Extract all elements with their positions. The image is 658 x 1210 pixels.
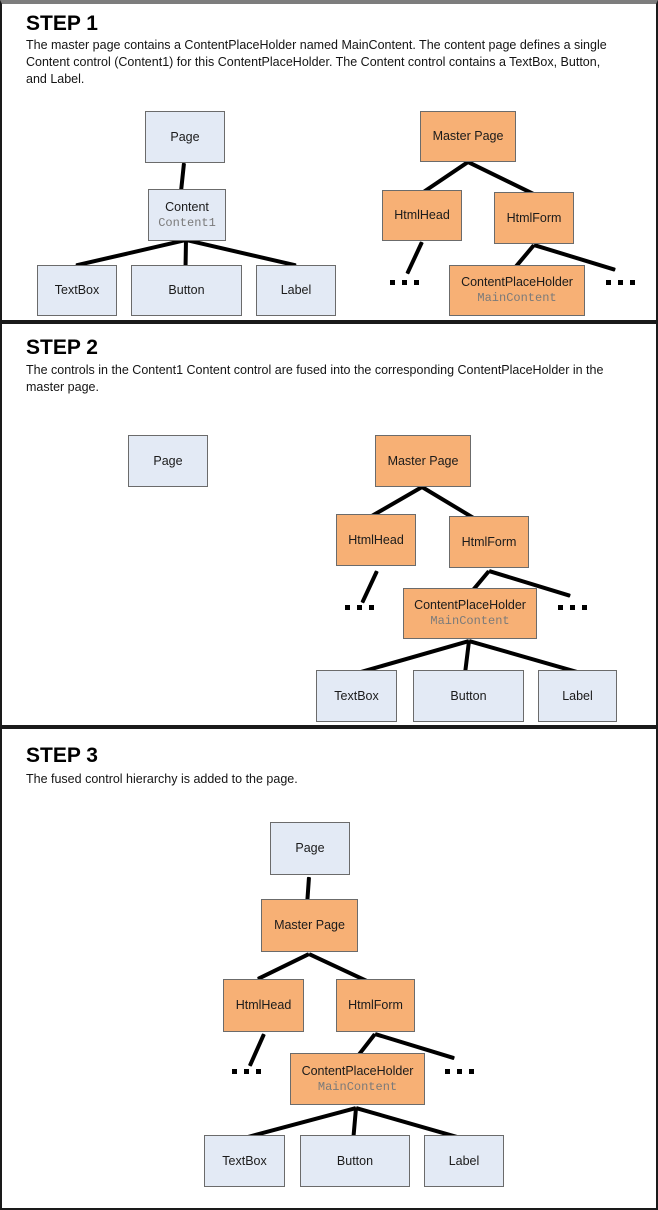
node-content-id: Content1 (158, 215, 216, 230)
node-textbox[interactable]: TextBox (37, 265, 117, 316)
node3-htmlhead-label: HtmlHead (235, 998, 292, 1012)
node2-page[interactable]: Page (128, 435, 208, 487)
node-htmlform[interactable]: HtmlForm (494, 192, 574, 244)
node3-textbox-label: TextBox (222, 1153, 267, 1168)
edge-masterpage-htmlform (467, 160, 535, 196)
node2-contentplaceholder-id: MainContent (430, 614, 510, 628)
node2-label-label: Label (562, 688, 593, 703)
node-label[interactable]: Label (256, 265, 336, 316)
node3-htmlform[interactable]: HtmlForm (336, 979, 415, 1032)
node2-htmlhead[interactable]: HtmlHead (336, 514, 416, 566)
ellipsis2-left-icon (345, 605, 374, 610)
node3-master-page-label: Master Page (274, 918, 345, 932)
node-master-page[interactable]: Master Page (420, 111, 516, 162)
node2-label[interactable]: Label (538, 670, 617, 722)
edge2-htmlhead-ellipsis (360, 570, 379, 604)
node-label-label: Label (280, 283, 312, 297)
node-textbox-label: TextBox (54, 283, 100, 297)
step1-title: STEP 1 (26, 12, 98, 35)
step1-panel: STEP 1 The master page contains a Conten… (0, 0, 658, 322)
edge2-cph-button (463, 640, 471, 674)
node2-button-label: Button (450, 688, 487, 703)
node2-page-label: Page (153, 453, 183, 468)
node3-contentplaceholder-label: ContentPlaceHolder (301, 1063, 414, 1078)
node-contentplaceholder-id: MainContent (477, 291, 557, 305)
node3-page[interactable]: Page (270, 822, 350, 875)
step3-title: STEP 3 (26, 744, 98, 767)
node2-htmlhead-label: HtmlHead (348, 532, 404, 547)
node-content-label: Content (165, 199, 209, 214)
ellipsis2-right-icon (558, 605, 587, 610)
node2-master-page-label: Master Page (387, 453, 459, 468)
node-button-label: Button (168, 283, 205, 297)
ellipsis3-right-icon (445, 1069, 474, 1074)
node3-textbox[interactable]: TextBox (204, 1135, 285, 1187)
node3-label-label: Label (448, 1153, 480, 1168)
node-htmlhead-label: HtmlHead (394, 208, 450, 222)
node3-htmlhead[interactable]: HtmlHead (223, 979, 304, 1032)
node2-button[interactable]: Button (413, 670, 524, 722)
step2-panel: STEP 2 The controls in the Content1 Cont… (0, 322, 658, 727)
step2-title: STEP 2 (26, 336, 98, 359)
node-content[interactable]: Content Content1 (148, 189, 226, 241)
edge3-masterpage-htmlhead (256, 952, 310, 981)
edge-masterpage-htmlhead (422, 160, 470, 194)
node-htmlform-label: HtmlForm (506, 210, 562, 225)
node3-page-label: Page (295, 841, 325, 855)
node2-master-page[interactable]: Master Page (375, 435, 471, 487)
node3-label[interactable]: Label (424, 1135, 504, 1187)
edge-htmlhead-ellipsis (405, 241, 424, 275)
node3-htmlform-label: HtmlForm (348, 998, 403, 1012)
ellipsis3-left-icon (232, 1069, 261, 1074)
node3-master-page[interactable]: Master Page (261, 899, 358, 952)
ellipsis-right-icon (606, 280, 635, 285)
step3-description: The fused control hierarchy is added to … (26, 772, 298, 786)
node3-button[interactable]: Button (300, 1135, 410, 1187)
node2-contentplaceholder-label: ContentPlaceHolder (414, 598, 526, 612)
node-master-page-label: Master Page (432, 129, 504, 143)
node-contentplaceholder[interactable]: ContentPlaceHolder MainContent (449, 265, 585, 316)
step2-description: The controls in the Content1 Content con… (26, 363, 604, 394)
node3-button-label: Button (336, 1153, 374, 1168)
node3-contentplaceholder-id: MainContent (317, 1079, 398, 1094)
node2-htmlform[interactable]: HtmlForm (449, 516, 529, 568)
step3-panel: STEP 3 The fused control hierarchy is ad… (0, 727, 658, 1210)
ellipsis-left-icon (390, 280, 419, 285)
node2-htmlform-label: HtmlForm (461, 534, 517, 549)
step1-description: The master page contains a ContentPlaceH… (26, 38, 607, 86)
node2-textbox-label: TextBox (334, 688, 379, 703)
node-htmlhead[interactable]: HtmlHead (382, 190, 462, 241)
edge-content-textbox (75, 238, 187, 268)
node-page[interactable]: Page (145, 111, 225, 163)
edge-content-label (185, 238, 297, 268)
node3-contentplaceholder[interactable]: ContentPlaceHolder MainContent (290, 1053, 425, 1105)
node-button[interactable]: Button (131, 265, 242, 316)
node2-contentplaceholder[interactable]: ContentPlaceHolder MainContent (403, 588, 537, 639)
node-contentplaceholder-label: ContentPlaceHolder (461, 275, 573, 289)
edge3-htmlhead-ellipsis (247, 1033, 266, 1067)
node-page-label: Page (170, 129, 200, 144)
node2-textbox[interactable]: TextBox (316, 670, 397, 722)
